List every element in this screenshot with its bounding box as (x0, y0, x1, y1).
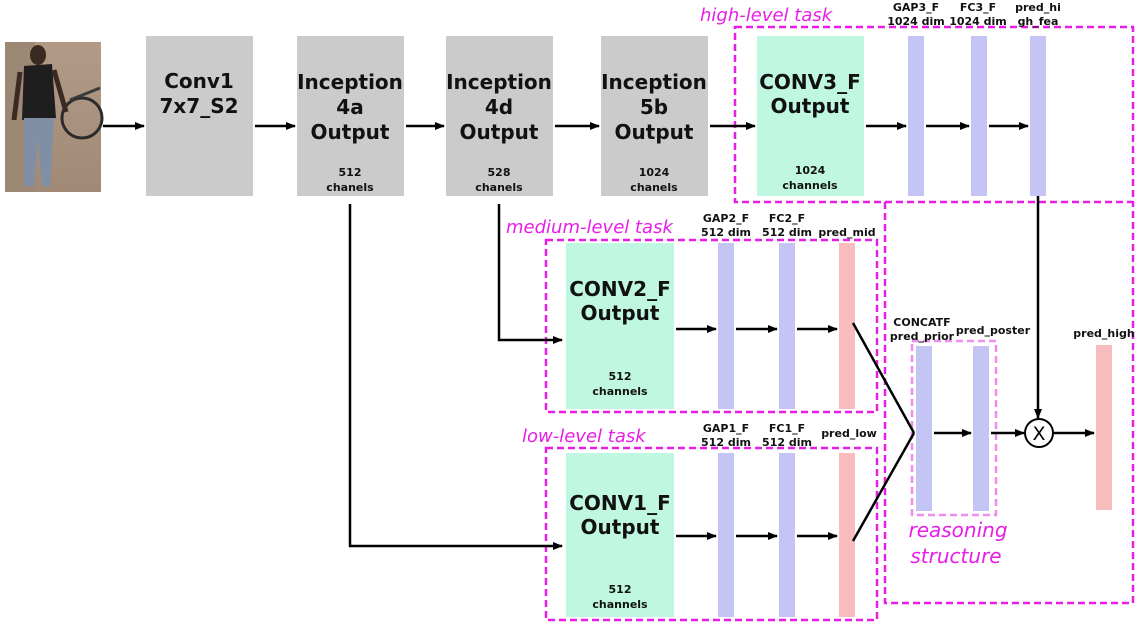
concat-label-line1: CONCATF (893, 316, 950, 329)
conv1-title: Conv1 (164, 69, 234, 93)
fc1-f-label-line1: FC1_F (769, 422, 805, 435)
conv1-f-title: CONV1_F (569, 491, 670, 515)
concat-label-line2: pred_prior (890, 330, 955, 343)
low-level-task-label: low-level task (522, 426, 647, 447)
concat-pred-prior-bar (916, 346, 932, 511)
medium-level-task-region (544, 238, 879, 414)
conv1-f-channels-count: 512 (609, 583, 632, 596)
inception-4d-channels-count: 528 (488, 166, 511, 179)
medium-level-task-label: medium-level task (506, 217, 674, 238)
inception-5b-line3: Output (615, 120, 694, 144)
pred-high-fea-label-line1: pred_hi (1015, 1, 1061, 14)
high-level-task-region (733, 25, 1135, 204)
pred-poster-bar (973, 346, 989, 511)
inception-4a-line3: Output (311, 120, 390, 144)
multiply-operator-icon: X (1024, 418, 1054, 448)
pred-high-fea-label-line2: gh_fea (1018, 15, 1059, 28)
conv1-f-channels-unit: channels (592, 598, 648, 611)
arrow-4a-to-conv1f (348, 204, 563, 550)
inception-5b-box (601, 36, 708, 196)
input-person-image (5, 42, 104, 192)
inception-4d-line1: Inception (446, 70, 552, 94)
pred-low-label: pred_low (821, 427, 877, 440)
gap3-f-label-line1: GAP3_F (893, 1, 939, 14)
inception-5b-line2: 5b (640, 95, 668, 119)
gap2-f-bar (718, 243, 734, 409)
pred-poster-label: pred_poster (956, 324, 1031, 337)
conv3-f-subtitle: Output (771, 94, 850, 118)
conv1-subtitle: 7x7_S2 (159, 94, 238, 118)
gap2-f-label-line2: 512 dim (701, 226, 751, 239)
gap2-f-label-line1: GAP2_F (703, 212, 749, 225)
conv1-f-subtitle: Output (581, 515, 660, 539)
conv1-box (146, 36, 253, 196)
pred-mid-label: pred_mid (818, 226, 875, 239)
multiply-operator-glyph: X (1032, 423, 1045, 445)
inception-5b-channels-unit: chanels (630, 181, 678, 194)
conv3-f-box (757, 36, 864, 196)
fc1-f-bar (779, 453, 795, 617)
fc1-f-label-line2: 512 dim (762, 436, 812, 449)
inception-4d-line2: 4d (485, 95, 513, 119)
inception-5b-channels-count: 1024 (639, 166, 670, 179)
fc3-f-bar (971, 36, 987, 196)
fc2-f-label-line2: 512 dim (762, 226, 812, 239)
conv3-f-title: CONV3_F (759, 70, 860, 94)
gap1-f-label-line1: GAP1_F (703, 422, 749, 435)
inception-4a-channels-unit: chanels (326, 181, 374, 194)
inception-4d-box (446, 36, 553, 196)
conv2-f-subtitle: Output (581, 301, 660, 325)
pred-high-fea-bar (1030, 36, 1046, 196)
pred-high-label: pred_high (1073, 327, 1134, 340)
gap1-f-bar (718, 453, 734, 617)
conv2-f-channels-count: 512 (609, 370, 632, 383)
inception-4d-line3: Output (460, 120, 539, 144)
pred-low-bar (839, 453, 855, 617)
reasoning-region (883, 202, 1135, 605)
inception-4a-line2: 4a (336, 95, 363, 119)
merge-line-low (851, 432, 916, 542)
conv3-f-channels-unit: channels (782, 179, 838, 192)
conv1-f-box (566, 453, 674, 617)
fc2-f-bar (779, 243, 795, 409)
merge-line-mid (851, 322, 916, 434)
conv3-f-channels-count: 1024 (795, 164, 826, 177)
inception-5b-line1: Inception (601, 70, 707, 94)
gap1-f-label-line2: 512 dim (701, 436, 751, 449)
conv2-f-title: CONV2_F (569, 277, 670, 301)
inception-4a-line1: Inception (297, 70, 403, 94)
gap3-f-label-line2: 1024 dim (887, 15, 945, 28)
reasoning-label-line1: reasoning (908, 518, 1007, 542)
gap3-f-bar (908, 36, 924, 196)
inception-4a-channels-count: 512 (339, 166, 362, 179)
conv2-f-channels-unit: channels (592, 385, 648, 398)
inception-4d-channels-unit: chanels (475, 181, 523, 194)
reasoning-label-line2: structure (910, 544, 1001, 568)
arrow-4d-to-conv2f (497, 204, 563, 344)
fc3-f-label-line1: FC3_F (960, 1, 996, 14)
conv2-f-box (566, 243, 674, 409)
fc2-f-label-line1: FC2_F (769, 212, 805, 225)
fc3-f-label-line2: 1024 dim (949, 15, 1007, 28)
high-level-task-label: high-level task (700, 5, 834, 26)
pred-mid-bar (839, 243, 855, 409)
inception-4a-box (297, 36, 404, 196)
pred-high-bar (1096, 345, 1112, 510)
low-level-task-region (544, 446, 879, 622)
